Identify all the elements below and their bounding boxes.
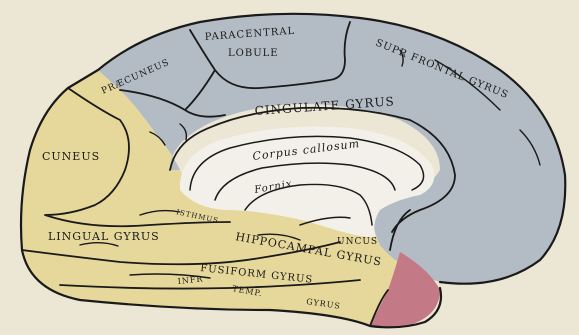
label-uncus: UNCUS — [337, 237, 378, 247]
label-lingual-gyrus: LINGUAL GYRUS — [48, 230, 160, 243]
label-cuneus: CUNEUS — [42, 150, 100, 163]
label-lobule: LOBULE — [228, 48, 279, 59]
